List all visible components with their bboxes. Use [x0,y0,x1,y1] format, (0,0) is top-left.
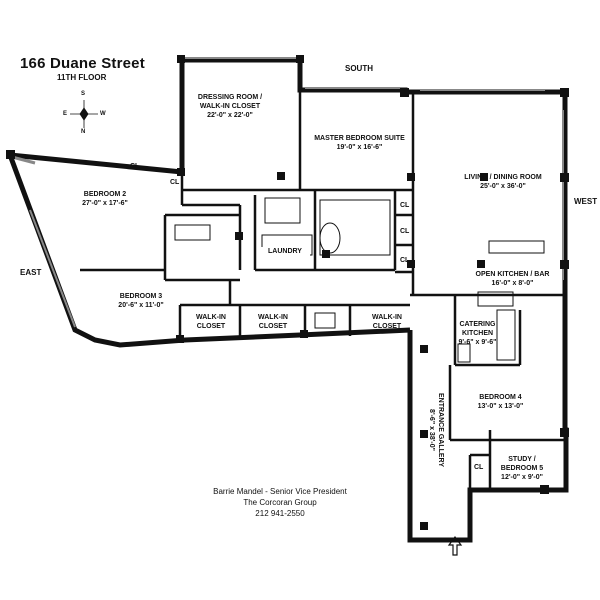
room-laundry: LAUNDRY [260,247,310,256]
outer-wall-bottom [407,330,545,543]
south-label: SOUTH [345,64,373,73]
room-dressing: DRESSING ROOM / WALK-IN CLOSET 22'-0" x … [197,94,263,119]
closet-6: CL [474,464,484,471]
company-name: The Corcoran Group [243,498,317,507]
compass-n: N [81,129,86,135]
west-label: WEST [574,197,598,206]
agent-name: Barrie Mandel - Senior Vice President [213,487,347,496]
compass-icon [70,100,98,128]
phone-number: 212 941-2550 [255,509,305,518]
closet-5: CL [400,257,410,264]
compass-e: E [63,111,68,117]
walkin-closet-2: WALK-IN CLOSET [258,314,288,330]
closet-1: CL [130,163,140,170]
room-master: MASTER BEDROOM SUITE 19'-0" x 16'-6" [314,135,405,151]
east-label: EAST [20,268,42,277]
closet-2: CL [170,179,180,186]
contact-block: Barrie Mandel - Senior Vice President Th… [185,486,375,519]
compass-w: W [100,111,106,117]
walkin-closet-3: WALK-IN CLOSET [372,314,402,330]
closet-4: CL [400,228,410,235]
closet-3: CL [400,202,410,209]
room-living: LIVING / DINING ROOM 25'-0" x 36'-0" [464,174,542,190]
room-bedroom2: BEDROOM 2 27'-0" x 17'-6" [82,191,128,207]
room-kitchen: OPEN KITCHEN / BAR 16'-0" x 8'-0" [475,271,550,287]
walkin-closet-1: WALK-IN CLOSET [196,314,226,330]
room-bedroom3: BEDROOM 3 20'-6" x 11'-0" [118,293,164,309]
building-title: 166 Duane Street [20,55,145,72]
room-catering: CATERING KITCHEN 9'-6" x 9'-6" [458,321,497,346]
room-gallery: ENTRANCE GALLERY 8'-6" x 38'-0" [428,392,444,468]
room-bedroom4: BEDROOM 4 13'-0" x 13'-0" [477,394,524,410]
room-study: STUDY / BEDROOM 5 12'-0" x 9'-0" [500,456,544,481]
compass-s: S [81,91,86,97]
floor-label: 11TH FLOOR [57,73,107,82]
entrance-arrow-icon [447,536,463,556]
